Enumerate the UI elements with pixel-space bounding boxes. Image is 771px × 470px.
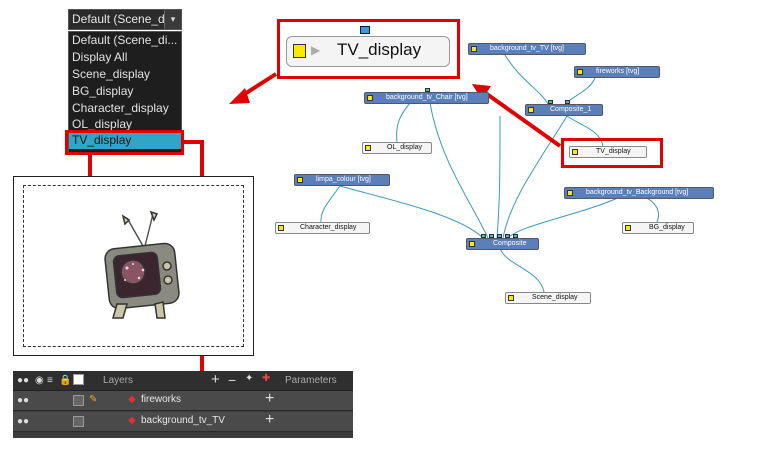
layer-color-icon[interactable]	[73, 416, 84, 427]
input-port	[425, 88, 430, 92]
tv-display-node-highlight	[561, 138, 663, 168]
node-label: fireworks [tvg]	[596, 68, 640, 75]
node-label: OL_display	[387, 144, 423, 151]
add-parameter-icon[interactable]: +	[265, 411, 275, 428]
node-bg-display[interactable]: BG_display	[622, 222, 694, 234]
zoom-display-node-label: TV_display	[337, 40, 422, 59]
node-label: Composite_1	[550, 106, 592, 113]
display-node-icon	[278, 225, 284, 231]
node-label: limpa_colour [tvg]	[316, 176, 371, 183]
node-label: background_tv_Background [tvg]	[586, 189, 689, 196]
node-composite[interactable]: Composite	[466, 238, 539, 250]
drawing-layer-icon: ◆	[128, 415, 136, 426]
layer-name[interactable]: background_tv_TV	[141, 415, 225, 426]
display-option-display-all[interactable]: Display All	[72, 50, 128, 64]
add-drawing-icon[interactable]: ✚	[262, 373, 271, 384]
display-option-tv[interactable]: TV_display	[69, 132, 181, 149]
display-node-icon	[365, 145, 371, 151]
node-ol-display[interactable]: OL_display	[362, 142, 432, 154]
chevron-down-icon[interactable]: ▾	[164, 10, 181, 29]
pencil-icon: ✎	[89, 394, 98, 405]
tv-drawing	[104, 210, 180, 319]
drawing-node-icon	[471, 46, 477, 52]
node-label: Scene_display	[532, 294, 578, 301]
node-label: BG_display	[649, 224, 685, 231]
node-background-tv-background[interactable]: background_tv_Background [tvg]	[564, 187, 714, 199]
drawing-layer-icon: ◆	[128, 394, 136, 405]
node-tv-display[interactable]: TV_display	[569, 146, 647, 158]
safe-area-frame	[23, 185, 244, 347]
tv-display-option-highlight	[65, 130, 184, 155]
display-node-icon	[625, 225, 631, 231]
node-label: Character_display	[300, 224, 357, 231]
enable-all-icon[interactable]: ●●	[17, 375, 30, 386]
node-label: background_tv_Chair [tvg]	[386, 94, 468, 101]
input-port	[481, 234, 486, 238]
add-parameter-icon[interactable]: +	[265, 390, 275, 407]
drawing-node-icon	[297, 177, 303, 183]
zoom-display-node[interactable]: ▶ TV_display	[286, 36, 450, 67]
layer-row-background-tv-tv[interactable]: ●● ◆ background_tv_TV +	[13, 411, 353, 432]
node-label: Composite	[493, 240, 527, 247]
display-menu-list: Default (Scene_di... Display All Scene_d…	[68, 31, 182, 155]
drawing-node-icon	[367, 95, 373, 101]
add-peg-icon[interactable]: ✦	[245, 373, 254, 384]
node-composite-1[interactable]: Composite_1	[525, 104, 603, 116]
enable-toggle-icon[interactable]: ●●	[17, 395, 30, 406]
input-port	[565, 100, 570, 104]
layers-header: ●● ◉ ≡ 🔒 Layers + − ✦ ✚ Parameters	[13, 371, 353, 391]
lock-icon[interactable]: 🔒	[59, 375, 72, 386]
display-selector[interactable]: Default (Scene_di ▾	[68, 9, 182, 30]
layers-panel: ●● ◉ ≡ 🔒 Layers + − ✦ ✚ Parameters ●● ✎ …	[13, 371, 353, 438]
node-background-tv-chair[interactable]: background_tv_Chair [tvg]	[364, 92, 489, 104]
display-node-icon	[293, 44, 306, 58]
remove-layer-icon[interactable]: −	[228, 372, 237, 388]
node-label: TV_display	[596, 148, 631, 155]
layers-label: Layers	[103, 375, 134, 386]
display-option-character[interactable]: Character_display	[72, 101, 169, 115]
input-port	[548, 100, 553, 104]
add-layer-icon[interactable]: +	[211, 371, 220, 388]
layer-row-fireworks[interactable]: ●● ✎ ◆ fireworks +	[13, 390, 353, 411]
zoom-node-input-port	[360, 26, 370, 34]
enable-toggle-icon[interactable]: ●●	[17, 416, 30, 427]
display-node-icon	[572, 149, 578, 155]
display-option-ol[interactable]: OL_display	[72, 117, 133, 131]
node-character-display[interactable]: Character_display	[275, 222, 370, 234]
display-node-icon	[508, 295, 514, 301]
node-scene-display[interactable]: Scene_display	[505, 292, 591, 304]
composite-node-icon	[528, 107, 534, 113]
input-port	[497, 234, 502, 238]
display-selector-value: Default (Scene_di	[72, 12, 168, 26]
node-background-tv-tv[interactable]: background_tv_TV [tvg]	[468, 43, 586, 55]
stack-icon[interactable]: ≡	[47, 375, 53, 386]
layer-color-icon[interactable]	[73, 395, 84, 406]
display-option-default[interactable]: Default (Scene_di...	[72, 33, 178, 47]
display-option-scene[interactable]: Scene_display	[72, 67, 151, 81]
parameters-label: Parameters	[285, 375, 337, 386]
input-port	[505, 234, 510, 238]
node-label: background_tv_TV [tvg]	[490, 45, 564, 52]
node-fireworks[interactable]: fireworks [tvg]	[574, 66, 660, 78]
drawing-node-icon	[567, 190, 573, 196]
node-limpa-colour[interactable]: limpa_colour [tvg]	[294, 174, 390, 186]
composite-node-icon	[469, 241, 475, 247]
input-port	[489, 234, 494, 238]
color-swatch-icon[interactable]	[73, 374, 84, 385]
expand-arrow-icon: ▶	[311, 43, 321, 57]
drawing-node-icon	[577, 69, 583, 75]
display-icon[interactable]: ◉	[35, 375, 44, 386]
layer-name[interactable]: fireworks	[141, 394, 182, 405]
display-option-bg[interactable]: BG_display	[72, 84, 134, 98]
input-port	[513, 234, 518, 238]
